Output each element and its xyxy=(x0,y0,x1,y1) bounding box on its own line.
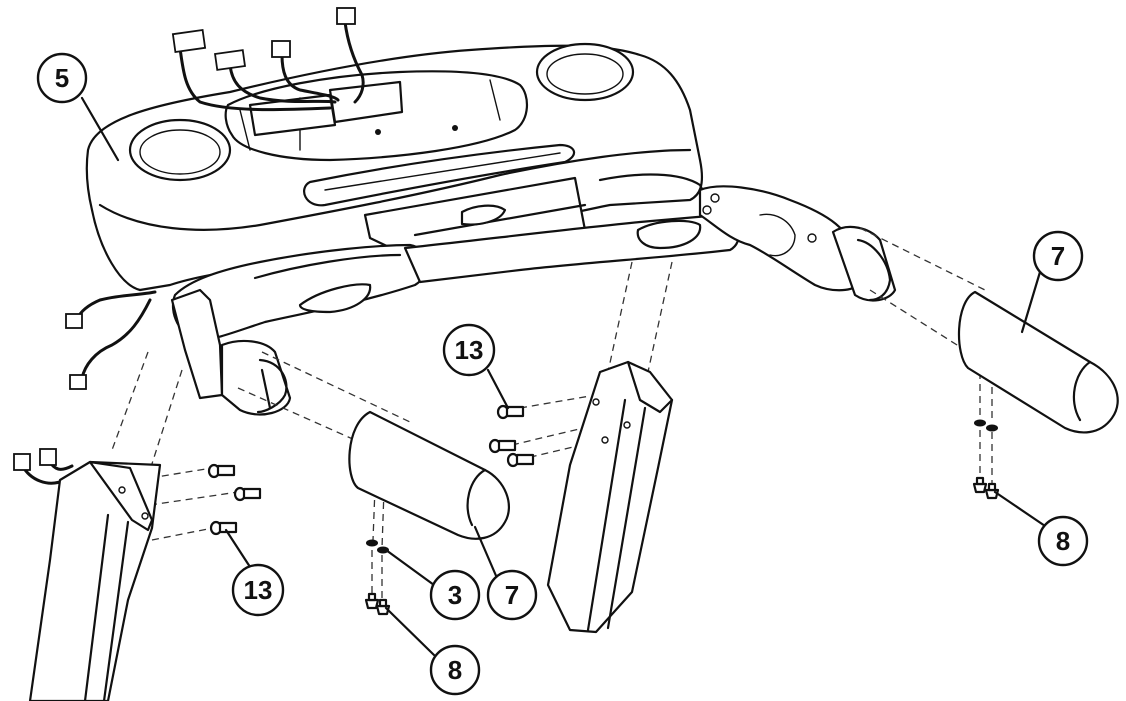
svg-text:3: 3 xyxy=(448,580,462,610)
callout-7-right: 7 xyxy=(1032,230,1084,282)
handlebar-frame xyxy=(170,185,897,416)
bolt xyxy=(488,438,517,454)
bolt xyxy=(207,463,236,479)
handlebar-grip-left xyxy=(348,410,510,540)
bolt xyxy=(506,452,535,468)
screws-right xyxy=(972,476,1000,500)
svg-text:8: 8 xyxy=(448,655,462,685)
bolt xyxy=(233,486,262,502)
callout-8-left: 8 xyxy=(429,644,481,696)
callout-3: 3 xyxy=(429,569,481,621)
screws-left xyxy=(364,592,391,616)
callout-7-left: 7 xyxy=(486,569,538,621)
svg-text:13: 13 xyxy=(244,575,273,605)
svg-text:5: 5 xyxy=(55,63,69,93)
callout-13-left: 13 xyxy=(231,563,285,617)
bolt xyxy=(496,404,525,420)
callout-5: 5 xyxy=(36,52,88,104)
bolts-right xyxy=(488,404,535,468)
svg-text:7: 7 xyxy=(1051,241,1065,271)
leader-lines xyxy=(80,96,1050,657)
svg-text:8: 8 xyxy=(1056,526,1070,556)
callout-8-right: 8 xyxy=(1037,515,1089,567)
upright-right xyxy=(546,360,674,634)
svg-text:13: 13 xyxy=(455,335,484,365)
bolt xyxy=(209,520,238,536)
handlebar-grip-right xyxy=(957,290,1119,434)
washers-left xyxy=(366,539,389,554)
callout-13-right: 13 xyxy=(442,323,496,377)
svg-text:7: 7 xyxy=(505,580,519,610)
bolts-left xyxy=(207,463,262,536)
washers-right xyxy=(974,419,998,432)
upright-left xyxy=(28,460,162,701)
